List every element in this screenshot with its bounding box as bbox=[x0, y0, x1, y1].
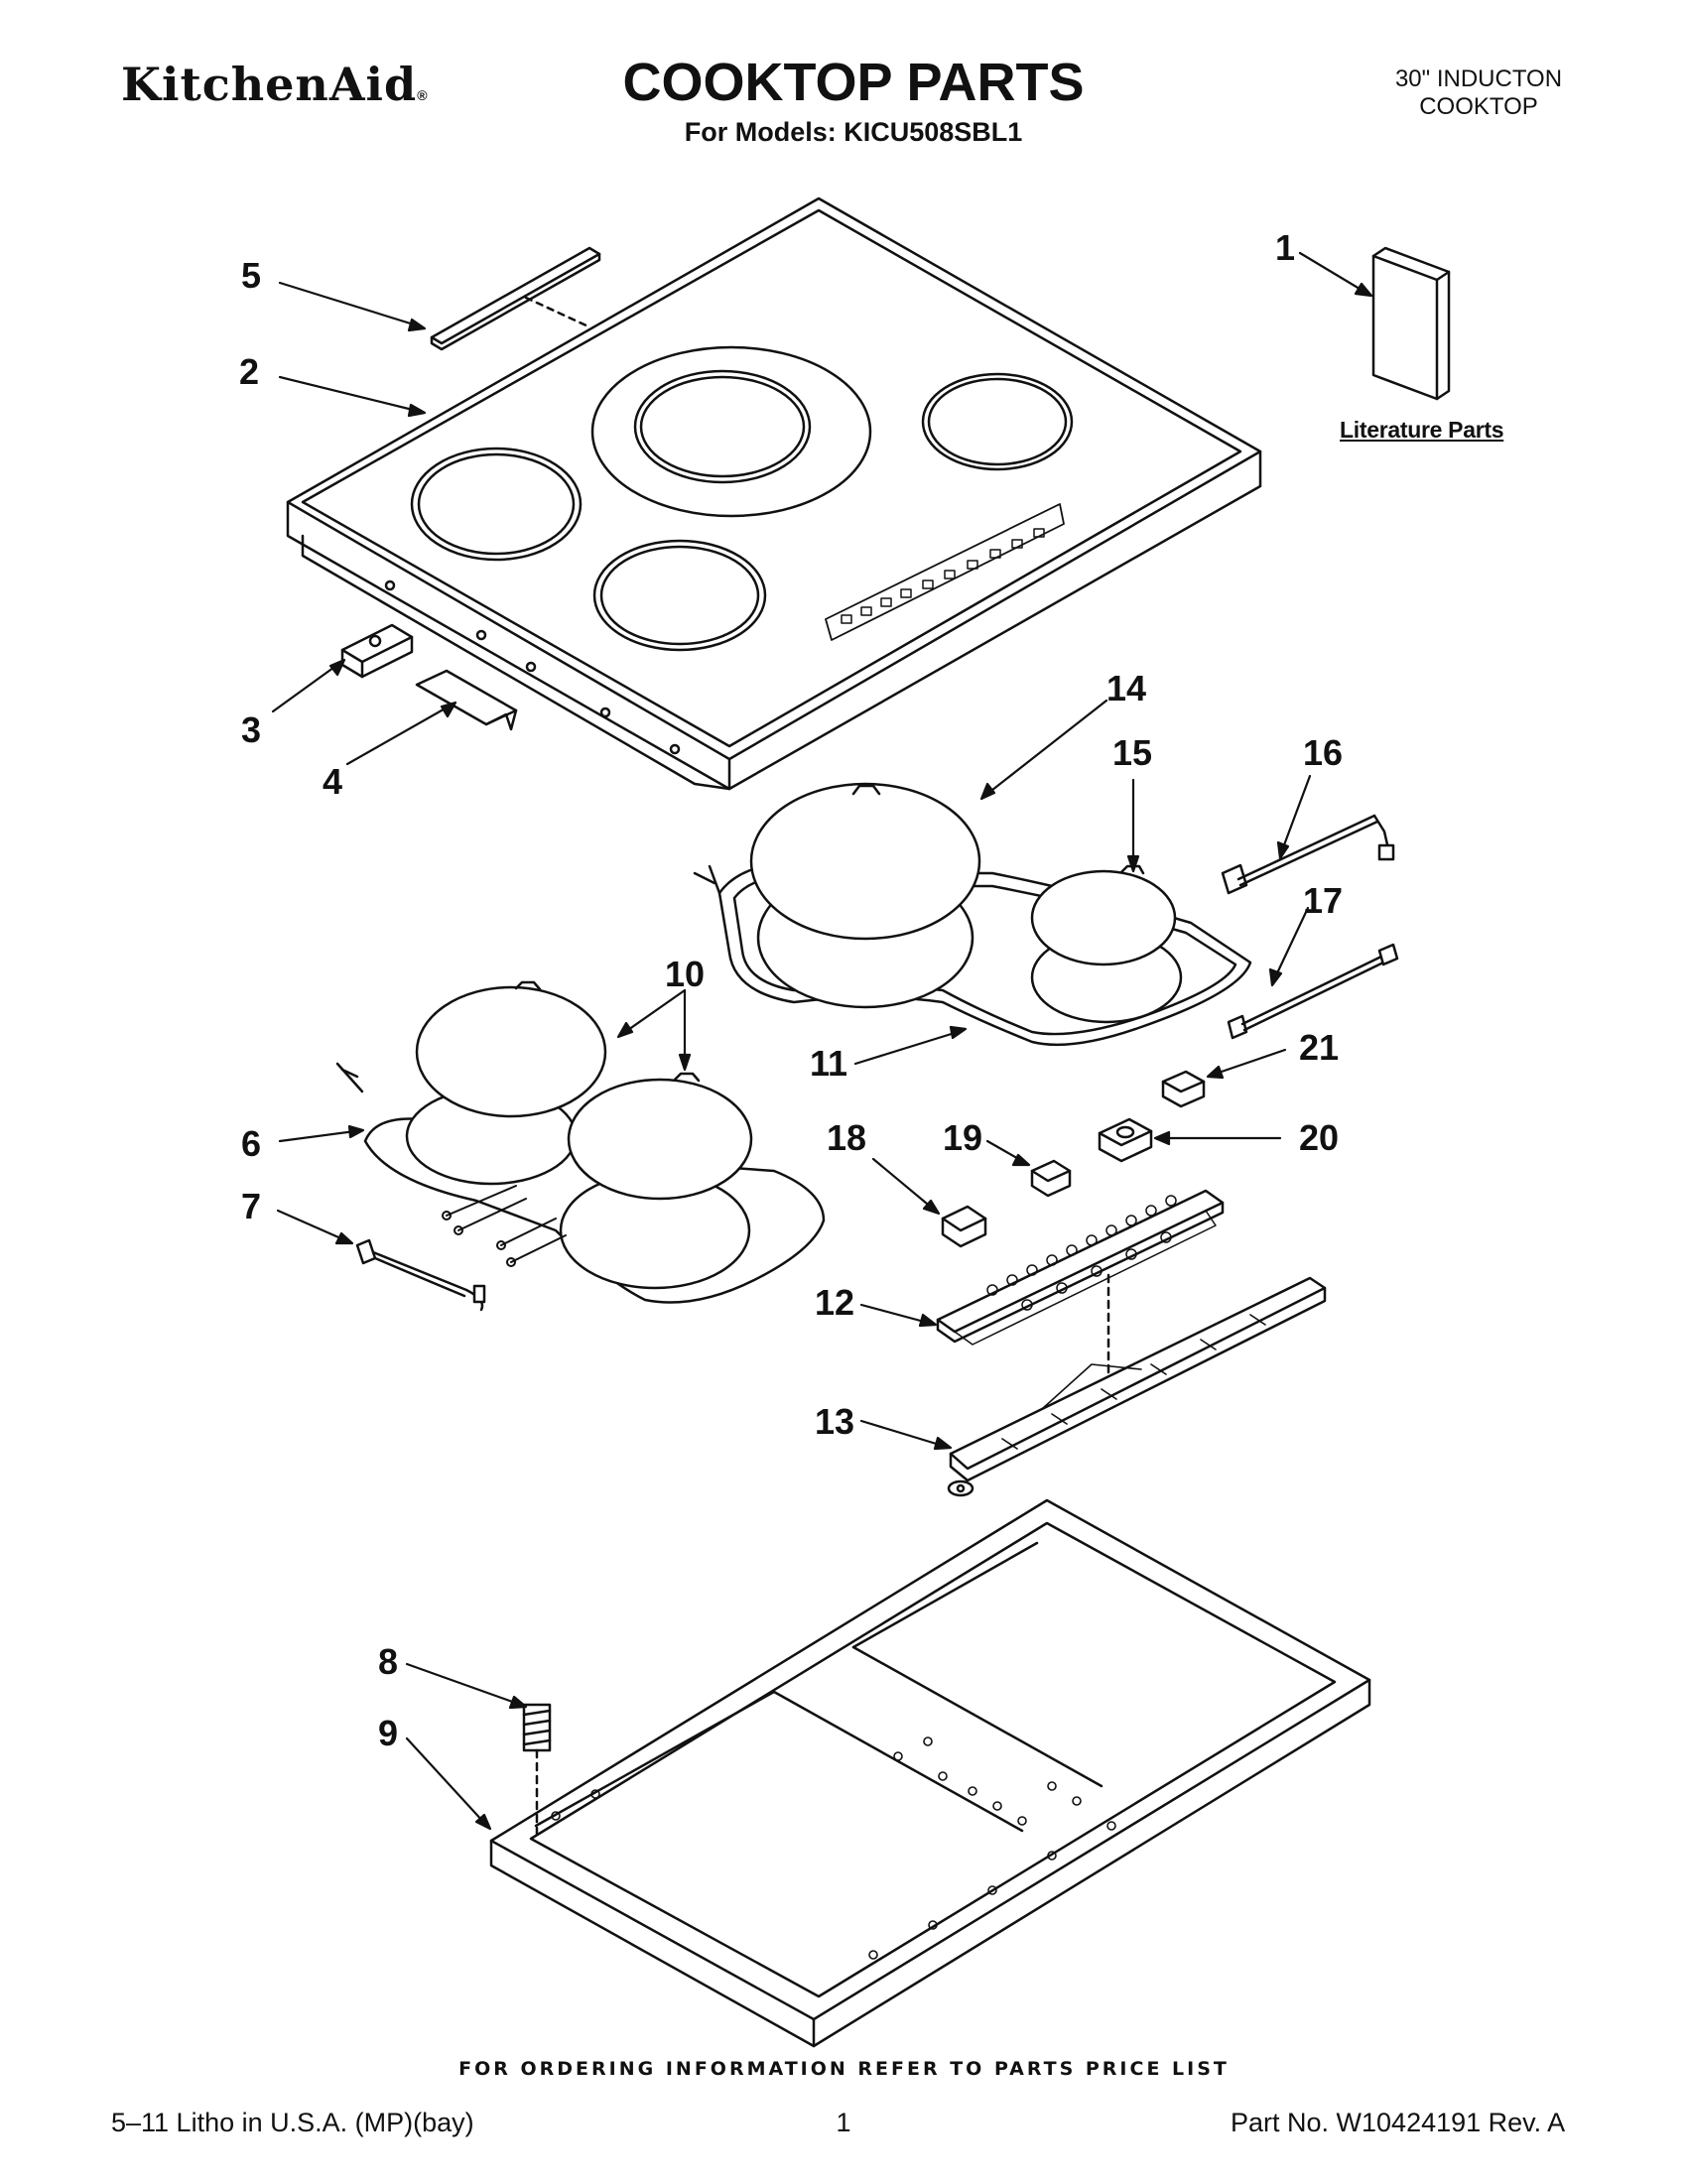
litho-info: 5–11 Litho in U.S.A. (MP)(bay) bbox=[111, 2108, 474, 2137]
callout-5: 5 bbox=[240, 255, 262, 296]
product-type-line2: COOKTOP bbox=[1419, 93, 1538, 120]
callout-18: 18 bbox=[826, 1117, 867, 1158]
callout-7: 7 bbox=[240, 1186, 262, 1226]
callout-13: 13 bbox=[814, 1401, 855, 1442]
callout-19: 19 bbox=[942, 1117, 983, 1158]
model-subtitle: For Models: KICU508SBL1 bbox=[684, 117, 1023, 147]
part-18-key bbox=[941, 1205, 987, 1248]
part-5-trim-strip bbox=[430, 246, 601, 351]
part-13-board-tray bbox=[947, 1276, 1327, 1497]
part-4-shield bbox=[415, 669, 518, 731]
callout-6: 6 bbox=[240, 1123, 262, 1164]
brand-logo: KitchenAid® bbox=[121, 58, 429, 111]
part-2-cooktop-glass bbox=[286, 196, 1262, 791]
callout-16: 16 bbox=[1302, 732, 1344, 773]
callout-15: 15 bbox=[1111, 732, 1153, 773]
part-9-chassis bbox=[489, 1498, 1371, 2048]
part-7-thermistor bbox=[355, 1238, 486, 1312]
callout-14: 14 bbox=[1105, 668, 1147, 708]
product-type: 30" INDUCTON COOKTOP bbox=[1330, 65, 1627, 121]
part-10-left-coils bbox=[415, 980, 753, 1201]
callout-1: 1 bbox=[1274, 227, 1296, 268]
part-14-large-coil bbox=[749, 782, 981, 941]
callout-20: 20 bbox=[1298, 1117, 1340, 1158]
callout-8: 8 bbox=[377, 1641, 399, 1682]
callout-3: 3 bbox=[240, 709, 262, 750]
part-3-bracket bbox=[340, 623, 414, 679]
callout-21: 21 bbox=[1298, 1027, 1340, 1068]
callout-12: 12 bbox=[814, 1282, 855, 1323]
callout-9: 9 bbox=[377, 1713, 399, 1753]
part-number: Part No. W10424191 Rev. A bbox=[1231, 2108, 1566, 2137]
product-type-line1: 30" INDUCTON bbox=[1394, 65, 1563, 92]
literature-parts-label: Literature Parts bbox=[1340, 417, 1504, 443]
part-16-wire-harness bbox=[1221, 814, 1395, 895]
part-15-small-coil bbox=[1030, 864, 1177, 966]
callout-11: 11 bbox=[809, 1043, 848, 1084]
page-number: 1 bbox=[836, 2108, 851, 2137]
part-21-key bbox=[1161, 1070, 1206, 1108]
callout-10: 10 bbox=[664, 954, 706, 994]
part-19-key bbox=[1030, 1159, 1072, 1198]
page-title: COOKTOP PARTS bbox=[622, 53, 1085, 112]
callout-17: 17 bbox=[1302, 880, 1344, 921]
part-8-spring bbox=[522, 1703, 552, 1843]
ordering-note: FOR ORDERING INFORMATION REFER TO PARTS … bbox=[458, 2058, 1230, 2080]
callout-4: 4 bbox=[322, 761, 343, 802]
part-17-wire-harness bbox=[1227, 943, 1399, 1040]
part-20-knob bbox=[1098, 1117, 1153, 1163]
callout-2: 2 bbox=[238, 351, 260, 392]
part-12-control-board bbox=[936, 1189, 1225, 1376]
leader-lines bbox=[271, 251, 1373, 1831]
part-1-literature bbox=[1371, 246, 1451, 401]
